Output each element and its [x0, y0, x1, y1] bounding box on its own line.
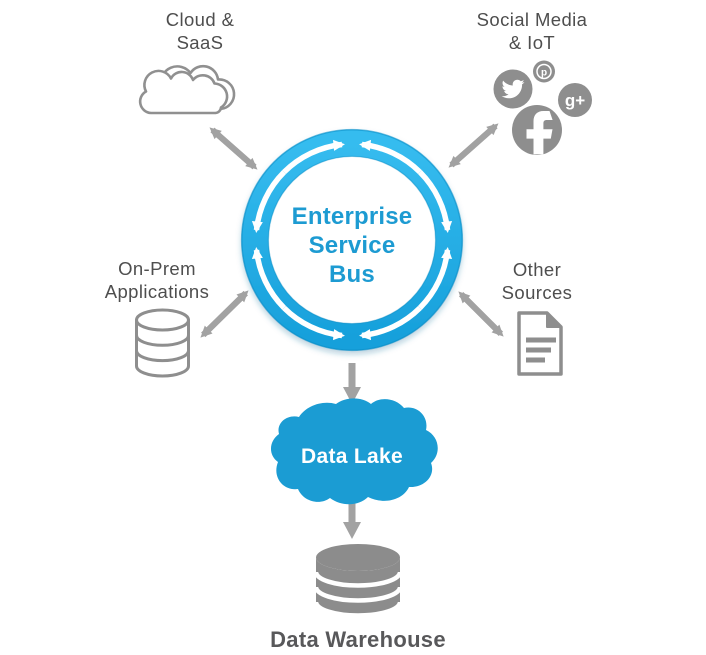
- pinterest-icon: p: [533, 60, 555, 83]
- database-solid-icon: [313, 544, 403, 618]
- google-plus-glyph: g+: [565, 91, 585, 110]
- social-media-iot-label: Social Media & IoT: [476, 9, 588, 54]
- esb-title: Enterprise Service Bus: [291, 203, 413, 288]
- ring-flow-arrows: [251, 139, 453, 341]
- data-warehouse-label: Data Warehouse: [270, 627, 446, 652]
- facebook-icon: [512, 105, 562, 155]
- arrow-social-esb: [448, 123, 499, 168]
- pinterest-glyph: p: [541, 68, 547, 79]
- arrow-other-esb: [458, 291, 504, 337]
- data-lake-label: Data Lake: [301, 445, 403, 468]
- connector-arrows: [200, 123, 504, 539]
- arrow-cloud-esb: [209, 127, 258, 170]
- twitter-icon: [493, 69, 533, 109]
- cloud-saas-label: Cloud & SaaS: [165, 9, 235, 54]
- other-sources-label: Other Sources: [501, 259, 573, 304]
- cloud-icon: [138, 64, 236, 115]
- social-media-icons: p g+: [493, 60, 592, 155]
- arrow-onprem-esb: [200, 290, 249, 338]
- document-icon: [517, 311, 563, 376]
- database-outline-icon: [135, 308, 190, 378]
- esb-ring: [240, 128, 464, 352]
- google-plus-icon: g+: [558, 83, 592, 117]
- onprem-applications-label: On-Prem Applications: [104, 258, 210, 303]
- data-lake-blob: [270, 398, 438, 505]
